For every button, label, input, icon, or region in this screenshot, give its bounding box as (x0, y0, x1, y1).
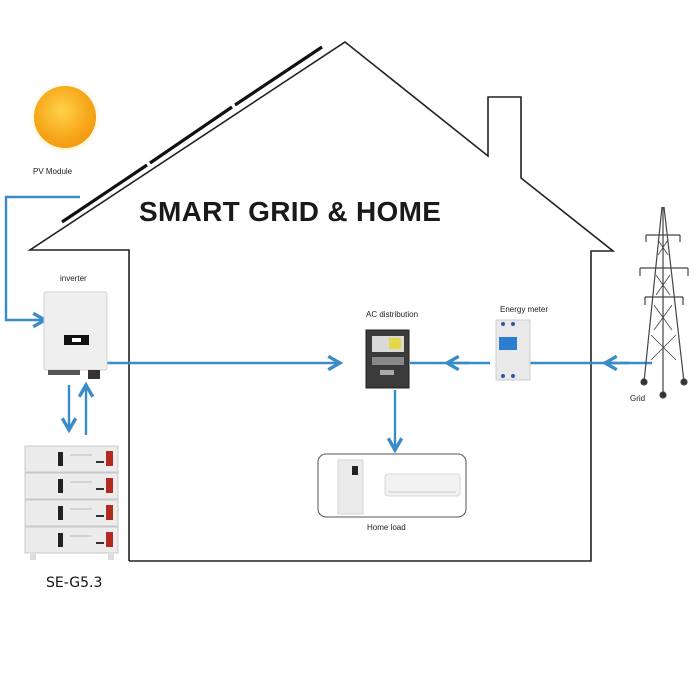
distribution-box-icon (365, 329, 410, 389)
appliances-icon (337, 459, 461, 515)
inverter-icon (43, 291, 108, 379)
energy-meter-label: Energy meter (500, 305, 549, 314)
home-load-label: Home load (367, 523, 406, 532)
power-tower-icon (639, 206, 689, 399)
battery-stack-icon (24, 445, 119, 560)
ac-distribution-label: AC distribution (366, 310, 419, 319)
flow-lines (4, 195, 652, 450)
grid-label: Grid (630, 394, 646, 403)
energy-meter-icon (495, 319, 531, 381)
sun-icon (28, 81, 102, 155)
pv-module-label: PV Module (33, 167, 73, 176)
pv-panels (61, 45, 323, 224)
battery-model-label: SE-G5.3 (46, 575, 103, 591)
house-outline (27, 41, 616, 562)
inverter-label: inverter (60, 274, 87, 283)
diagram-title: SMART GRID & HOME (139, 196, 442, 227)
flow-pv-to-inverter (4, 195, 80, 320)
